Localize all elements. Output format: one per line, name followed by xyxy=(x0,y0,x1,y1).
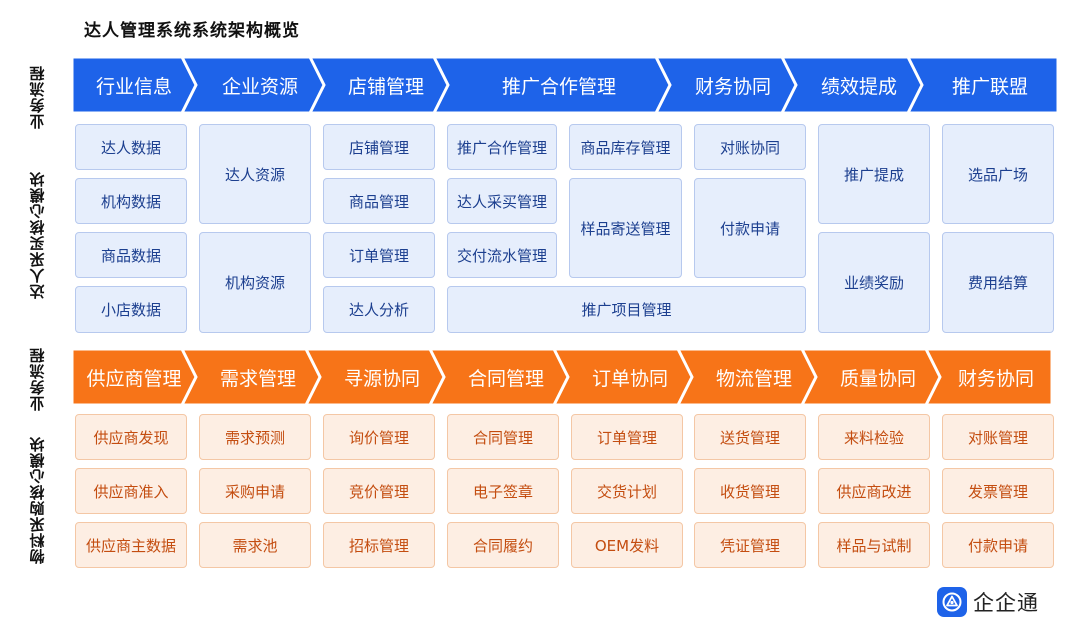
flow-step-label: 供应商管理 xyxy=(86,367,182,390)
cell-fee-settlement[interactable]: 费用结算 xyxy=(942,232,1054,333)
material-module-cell[interactable]: 付款申请 xyxy=(942,522,1054,568)
flow-step[interactable]: 供应商管理 xyxy=(70,347,210,407)
flow-step-shape xyxy=(905,55,1060,115)
flow-step[interactable]: 行业信息 xyxy=(70,55,210,115)
cell-org-data[interactable]: 机构数据 xyxy=(75,178,187,224)
material-module-cell[interactable]: 订单管理 xyxy=(571,414,683,460)
blue-process-flow: 行业信息 企业资源 店铺管理 推广合作管理 财务协同 绩效提成 推广联盟 xyxy=(70,55,1060,115)
material-module-cell[interactable]: 送货管理 xyxy=(694,414,806,460)
flow-step-label: 绩效提成 xyxy=(820,75,897,98)
cell-performance-reward[interactable]: 业绩奖励 xyxy=(818,232,930,333)
cell-promo-commission[interactable]: 推广提成 xyxy=(818,124,930,224)
cell-sample-mgmt[interactable]: 样品寄送管理 xyxy=(569,178,682,278)
material-module-cell[interactable]: 供应商发现 xyxy=(75,414,187,460)
flow-step[interactable]: 财务协同 xyxy=(653,55,810,115)
qiqitong-logo-icon xyxy=(937,587,967,617)
flow-step[interactable]: 店铺管理 xyxy=(307,55,462,115)
cell-talent-resource[interactable]: 达人资源 xyxy=(199,124,311,224)
cell-reconcile[interactable]: 对账协同 xyxy=(694,124,806,170)
flow-step-label: 寻源协同 xyxy=(343,367,420,390)
flow-step-label: 财务协同 xyxy=(694,75,771,98)
flow-step-label: 物流管理 xyxy=(715,367,792,390)
cell-selection-plaza[interactable]: 选品广场 xyxy=(942,124,1054,224)
cell-order-mgmt[interactable]: 订单管理 xyxy=(323,232,435,278)
flow-step[interactable]: 需求管理 xyxy=(179,347,334,407)
brand-logo: 企企通 xyxy=(937,587,1039,617)
flow-step-label: 企业资源 xyxy=(221,75,298,98)
material-module-cell[interactable]: 凭证管理 xyxy=(694,522,806,568)
material-module-cell[interactable]: 询价管理 xyxy=(323,414,435,460)
flow-step[interactable]: 企业资源 xyxy=(179,55,338,115)
flow-step-label: 需求管理 xyxy=(219,367,296,390)
brand-name: 企企通 xyxy=(973,591,1039,615)
material-module-cell[interactable]: 招标管理 xyxy=(323,522,435,568)
flow-step-label: 店铺管理 xyxy=(347,75,424,98)
material-module-cell[interactable]: 供应商主数据 xyxy=(75,522,187,568)
orange-process-flow: 供应商管理 需求管理 寻源协同 合同管理 订单协同 物流管理 质量协同 财务协同 xyxy=(70,347,1058,407)
page-title: 达人管理系统系统架构概览 xyxy=(84,21,300,41)
flow-step-chevron xyxy=(905,55,1060,115)
material-module-cell[interactable]: 发票管理 xyxy=(942,468,1054,514)
flow-step-label: 行业信息 xyxy=(95,75,172,98)
flow-step-chevron xyxy=(923,347,1054,407)
flow-step-label: 推广联盟 xyxy=(951,75,1028,98)
material-module-cell[interactable]: 交货计划 xyxy=(571,468,683,514)
flow-step-label: 财务协同 xyxy=(957,367,1034,390)
flow-step-shape xyxy=(923,347,1054,407)
side-label-business-flow-2: 业务流程 xyxy=(28,347,47,411)
cell-talent-data[interactable]: 达人数据 xyxy=(75,124,187,170)
flow-step[interactable]: 寻源协同 xyxy=(303,347,458,407)
side-label-material-module: 物料采购核心模块 xyxy=(28,436,47,564)
flow-step-label: 订单协同 xyxy=(591,367,668,390)
flow-step[interactable]: 订单协同 xyxy=(551,347,706,407)
material-module-cell[interactable]: 竞价管理 xyxy=(323,468,435,514)
material-module-cell[interactable]: 对账管理 xyxy=(942,414,1054,460)
flow-step[interactable]: 合同管理 xyxy=(427,347,582,407)
cell-promo-coop-mgmt[interactable]: 推广合作管理 xyxy=(447,124,557,170)
cell-delivery-flow-mgmt[interactable]: 交付流水管理 xyxy=(447,232,557,278)
cell-goods-data[interactable]: 商品数据 xyxy=(75,232,187,278)
side-label-business-flow-1: 业务流程 xyxy=(28,65,47,129)
flow-step-label: 合同管理 xyxy=(467,367,544,390)
flow-step[interactable]: 推广合作管理 xyxy=(431,55,684,115)
material-module-cell[interactable]: 来料检验 xyxy=(818,414,930,460)
side-label-talent-module: 达人采买核心模块 xyxy=(28,171,47,299)
flow-step-label: 推广合作管理 xyxy=(501,75,616,98)
material-module-cell[interactable]: 需求预测 xyxy=(199,414,311,460)
material-module-cell[interactable]: OEM发料 xyxy=(571,522,683,568)
flow-step[interactable]: 质量协同 xyxy=(799,347,954,407)
material-module-cell[interactable]: 收货管理 xyxy=(694,468,806,514)
material-module-cell[interactable]: 采购申请 xyxy=(199,468,311,514)
material-module-cell[interactable]: 合同履约 xyxy=(447,522,559,568)
material-module-cell[interactable]: 供应商改进 xyxy=(818,468,930,514)
cell-inventory-mgmt[interactable]: 商品库存管理 xyxy=(569,124,682,170)
cell-goods-mgmt[interactable]: 商品管理 xyxy=(323,178,435,224)
cell-org-resource[interactable]: 机构资源 xyxy=(199,232,311,333)
flow-step[interactable]: 物流管理 xyxy=(675,347,830,407)
flow-step[interactable]: 财务协同 xyxy=(923,347,1054,407)
cell-talent-purchase-mgmt[interactable]: 达人采买管理 xyxy=(447,178,557,224)
flow-step[interactable]: 推广联盟 xyxy=(905,55,1060,115)
material-module-cell[interactable]: 需求池 xyxy=(199,522,311,568)
cell-talent-analysis[interactable]: 达人分析 xyxy=(323,286,435,333)
material-module-cell[interactable]: 供应商准入 xyxy=(75,468,187,514)
flow-step-label: 质量协同 xyxy=(839,367,916,390)
cell-shop-data[interactable]: 小店数据 xyxy=(75,286,187,333)
material-module-cell[interactable]: 电子签章 xyxy=(447,468,559,514)
flow-step[interactable]: 绩效提成 xyxy=(779,55,936,115)
material-module-cell[interactable]: 合同管理 xyxy=(447,414,559,460)
material-module-cell[interactable]: 样品与试制 xyxy=(818,522,930,568)
cell-promo-project-mgmt[interactable]: 推广项目管理 xyxy=(447,286,806,333)
cell-store-mgmt[interactable]: 店铺管理 xyxy=(323,124,435,170)
cell-payment-request[interactable]: 付款申请 xyxy=(694,178,806,278)
